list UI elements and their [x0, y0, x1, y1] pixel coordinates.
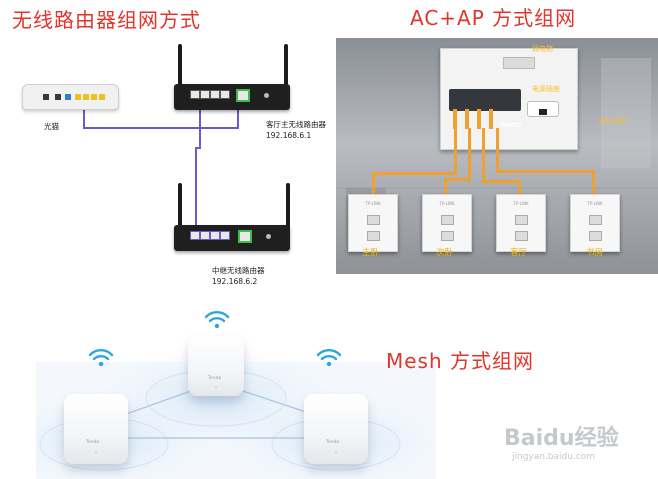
room-label: 主卧: [362, 248, 380, 258]
watermark-brand: Baidu经验: [504, 426, 619, 451]
mesh-node-brand: Tenda: [326, 440, 340, 445]
repeater-router: [174, 225, 290, 251]
distribution-box: [440, 48, 578, 150]
lan-port: [190, 231, 200, 240]
ethernet-cable: [372, 172, 375, 196]
ethernet-cable: [482, 180, 520, 183]
wifi-icon: [204, 311, 230, 329]
modem-port: [99, 94, 105, 100]
ethernet-cable: [372, 172, 457, 175]
lan-port: [220, 90, 230, 99]
wifi-icon: [316, 349, 342, 367]
ethernet-cable: [489, 109, 493, 129]
power-button: [266, 234, 271, 239]
ethernet-cable: [468, 128, 471, 180]
ac-switch: [449, 89, 521, 111]
ethernet-cable: [496, 128, 499, 172]
ethernet-cable: [465, 109, 469, 129]
acap-section-title: AC+AP 方式组网: [410, 6, 577, 30]
lan-port: [200, 231, 210, 240]
ap-brand: TP-LINK: [439, 201, 455, 206]
ethernet-cable: [444, 178, 471, 181]
main-router-label: 客厅主无线路由器: [266, 120, 326, 129]
ethernet-cable: [592, 170, 595, 196]
lan-port: [220, 231, 230, 240]
wan-port: [236, 89, 250, 102]
mesh-node-led: [95, 452, 97, 454]
ap-socket: [589, 215, 602, 225]
repeater-ip: 192.168.6.2: [212, 277, 258, 286]
lan-port: [190, 90, 200, 99]
ap-socket: [367, 231, 380, 241]
fiber-label: 光纤进线: [598, 117, 626, 125]
router-cables: [83, 99, 239, 238]
acap-photo: 弱电箱 电源插座 光纤进线 WANCI TP-LINK TP-LINK TP-L…: [336, 38, 658, 274]
ap-socket: [441, 215, 454, 225]
modem-port: [75, 94, 81, 100]
ap-brand: TP-LINK: [587, 201, 603, 206]
room-label: 客厅: [510, 248, 528, 258]
mesh-node-led: [335, 452, 337, 454]
lan-port: [210, 90, 220, 99]
box-label: 弱电箱: [532, 45, 553, 53]
mesh-node: Tenda: [188, 336, 244, 396]
antenna: [286, 183, 290, 229]
wan-port: [238, 230, 252, 243]
antenna: [178, 183, 182, 229]
mesh-node-brand: Tenda: [86, 440, 100, 445]
lan-port: [210, 231, 220, 240]
ethernet-cable: [518, 180, 521, 196]
ap-panel: TP-LINK: [570, 194, 620, 252]
ethernet-cable: [477, 109, 481, 129]
ap-brand: TP-LINK: [513, 201, 529, 206]
modem-port: [65, 94, 71, 100]
ac-label: WANCI: [500, 122, 523, 129]
mesh-node-led: [215, 386, 217, 388]
power-strip: [503, 57, 535, 69]
modem-port: [83, 94, 89, 100]
repeater-label: 中继无线路由器: [212, 266, 265, 275]
power-button: [264, 93, 269, 98]
ethernet-cable: [454, 128, 457, 174]
ap-socket: [515, 215, 528, 225]
modem-label: 光猫: [44, 122, 59, 131]
ap-socket: [515, 231, 528, 241]
mesh-node: Tenda: [64, 394, 128, 464]
ap-panel: TP-LINK: [348, 194, 398, 252]
ethernet-cable: [453, 109, 457, 129]
room-label: 次卧: [436, 248, 454, 258]
lan-port: [200, 90, 210, 99]
modem-port: [55, 94, 61, 100]
mesh-section-title: Mesh 方式组网: [386, 349, 535, 373]
modem-port: [539, 109, 547, 115]
ap-socket: [589, 231, 602, 241]
router-section-title: 无线路由器组网方式: [12, 8, 201, 32]
mesh-node: Tenda: [304, 394, 368, 464]
antenna: [284, 44, 288, 90]
modem-port: [91, 94, 97, 100]
antenna: [178, 44, 182, 90]
ap-socket: [367, 215, 380, 225]
ap-socket: [441, 231, 454, 241]
room-label: 书房: [586, 248, 604, 258]
modem-port: [43, 94, 49, 100]
ap-brand: TP-LINK: [365, 201, 381, 206]
power-label: 电源插座: [532, 85, 560, 93]
ethernet-cable: [482, 128, 485, 182]
ap-panel: TP-LINK: [422, 194, 472, 252]
mesh-node-brand: Tenda: [208, 376, 222, 381]
optical-modem: [22, 84, 119, 110]
main-router: [174, 84, 290, 110]
main-router-ip: 192.168.6.1: [266, 131, 312, 140]
watermark-url: jingyan.baidu.com: [512, 452, 596, 462]
wifi-icon: [88, 349, 114, 367]
ethernet-cable: [496, 170, 594, 173]
ethernet-cable: [444, 178, 447, 196]
ap-panel: TP-LINK: [496, 194, 546, 252]
